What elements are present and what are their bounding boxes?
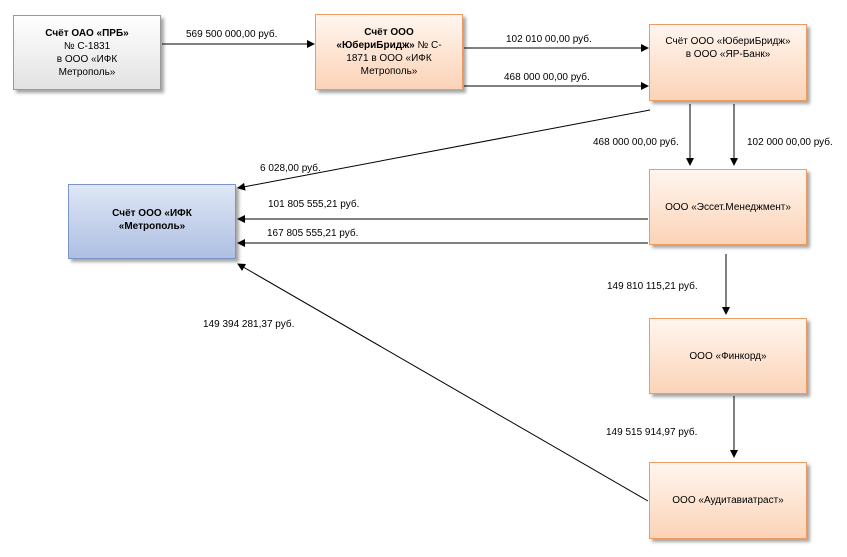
edge-label-fincord-to-audit: 149 515 914,97 руб. — [606, 427, 698, 438]
edge-label-asset-to-fincord: 149 810 115,21 руб. — [607, 281, 698, 292]
node-yuber-line2-rest: № С- — [414, 40, 442, 51]
node-audit-label: ООО «Аудитавиатраст» — [672, 495, 784, 506]
edge-label-prb-to-yuber: 569 500 000,00 руб. — [186, 29, 278, 40]
node-prb-line1: Счёт ОАО «ПРБ» — [45, 27, 129, 39]
edge-label-yuber-to-yar-2: 468 000 00,00 руб. — [504, 72, 590, 83]
node-yuberbridge-yar: Счёт ООО «ЮбериБридж» в ООО «ЯР-Банк» — [649, 24, 807, 101]
node-ifk-line1: Счёт ООО «ИФК — [112, 208, 192, 219]
node-fincord: ООО «Финкорд» — [649, 318, 807, 394]
node-ifk-account: Счёт ООО «ИФК «Метрополь» — [68, 184, 236, 259]
edge-label-audit-to-ifk: 149 394 281,37 руб. — [203, 319, 295, 330]
node-asset-mgmt: ООО «Эссет.Менеджмент» — [649, 169, 807, 245]
node-prb-line2: № С-1831 — [63, 40, 111, 52]
node-asset-label: ООО «Эссет.Менеджмент» — [665, 201, 791, 213]
node-yuberbridge-account: Счёт ООО «ЮбериБридж» № С- 1871 в ООО «И… — [315, 14, 463, 90]
edge-label-yuber-to-yar-1: 102 010 00,00 руб. — [506, 34, 592, 45]
node-prb-account: Счёт ОАО «ПРБ» № С-1831 в ООО «ИФК Метро… — [13, 15, 161, 90]
edge-label-asset-to-ifk-2: 167 805 555,21 руб. — [267, 228, 359, 239]
arrow-audit-to-ifk — [237, 263, 649, 502]
node-prb-line4: Метрополь» — [58, 66, 116, 78]
node-audit: ООО «Аудитавиатраст» — [649, 462, 807, 539]
node-yuber-line3: 1871 в ООО «ИФК — [346, 53, 432, 64]
arrow-yar-to-ifk — [237, 109, 651, 191]
edge-label-yar-to-asset-2: 102 000 00,00 руб. — [747, 137, 833, 148]
node-yuber-line4: Метрополь» — [360, 66, 418, 77]
node-yar-line1: Счёт ООО «ЮбериБридж» — [665, 36, 791, 47]
edge-label-yar-to-ifk: 6 028,00 руб. — [260, 163, 321, 174]
edge-label-asset-to-ifk-1: 101 805 555,21 руб. — [268, 199, 360, 210]
node-fincord-label: ООО «Финкорд» — [689, 350, 767, 362]
node-yuber-line1: Счёт ООО — [364, 27, 414, 38]
node-yuber-line2-bold: «ЮбериБридж» — [336, 40, 415, 51]
node-prb-line3: в ООО «ИФК — [56, 53, 118, 65]
node-ifk-line2: «Метрополь» — [118, 221, 186, 232]
node-yar-line2: в ООО «ЯР-Банк» — [685, 49, 771, 60]
edge-label-yar-to-asset-1: 468 000 00,00 руб. — [593, 137, 679, 148]
